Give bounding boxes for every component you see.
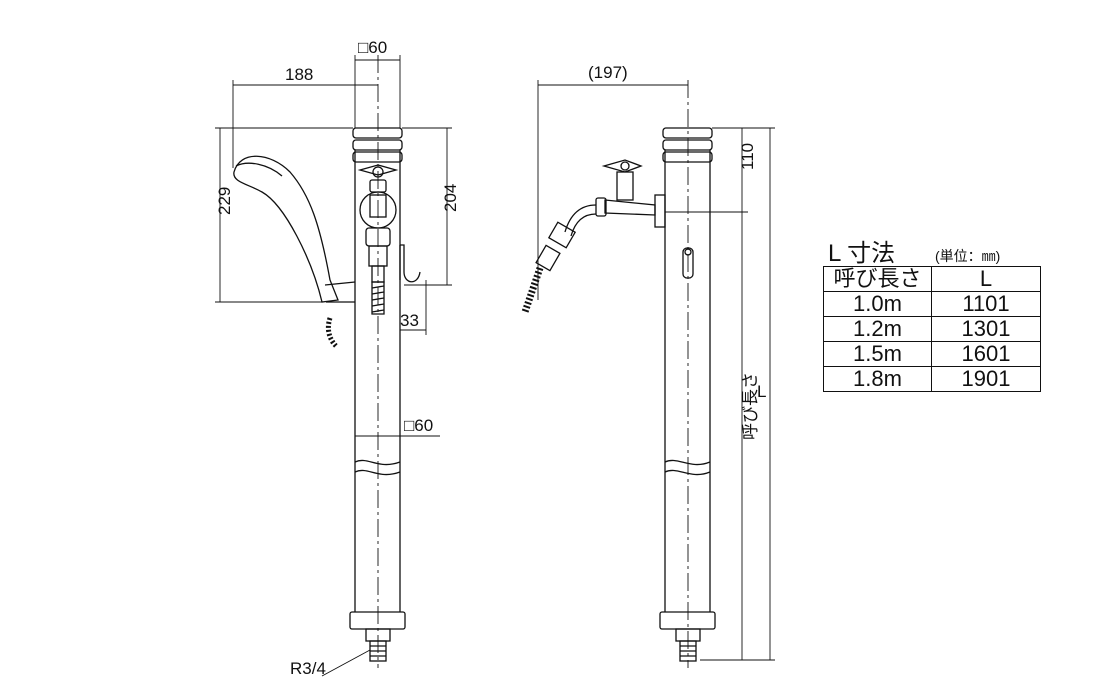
table-unit: (単位：㎜): [935, 248, 1001, 264]
side-length-L: L: [757, 382, 766, 401]
table-header-row: 呼び長さ L: [823, 266, 1041, 292]
header-nominal: 呼び長さ: [823, 266, 932, 292]
front-top-size: □60: [358, 38, 387, 57]
table-row: 1.8m 1901: [823, 366, 1041, 392]
side-nominal-length: 呼び長さ: [741, 372, 760, 440]
table-cell: 1301: [931, 316, 1041, 342]
dimension-labels: □60 188 229 204 33 □60 R3/4 (197) 110 L …: [215, 38, 766, 678]
side-height-110: 110: [738, 143, 757, 170]
front-width-188: 188: [285, 65, 313, 84]
front-height-229: 229: [215, 187, 234, 215]
table-cell: 1601: [931, 341, 1041, 367]
front-offset-33: 33: [400, 311, 419, 330]
thread-label: R3/4: [290, 659, 326, 678]
table-cell: 1.5m: [823, 341, 932, 367]
table-cell: 1901: [931, 366, 1041, 392]
side-width-197: (197): [588, 63, 628, 82]
length-table: 呼び長さ L 1.0m 1101 1.2m 1301 1.5m 1601 1.8…: [823, 266, 1041, 392]
table-row: 1.0m 1101: [823, 291, 1041, 317]
front-mid-size: □60: [404, 416, 433, 435]
table-row: 1.2m 1301: [823, 316, 1041, 342]
front-height-204: 204: [441, 184, 460, 212]
table-cell: 1.8m: [823, 366, 932, 392]
table-row: 1.5m 1601: [823, 341, 1041, 367]
table-title: L 寸法: [828, 240, 896, 267]
table-cell: 1.2m: [823, 316, 932, 342]
side-view: [521, 80, 775, 668]
table-cell: 1.0m: [823, 291, 932, 317]
header-L: L: [931, 266, 1041, 292]
front-view: [215, 55, 452, 677]
table-cell: 1101: [931, 291, 1041, 317]
